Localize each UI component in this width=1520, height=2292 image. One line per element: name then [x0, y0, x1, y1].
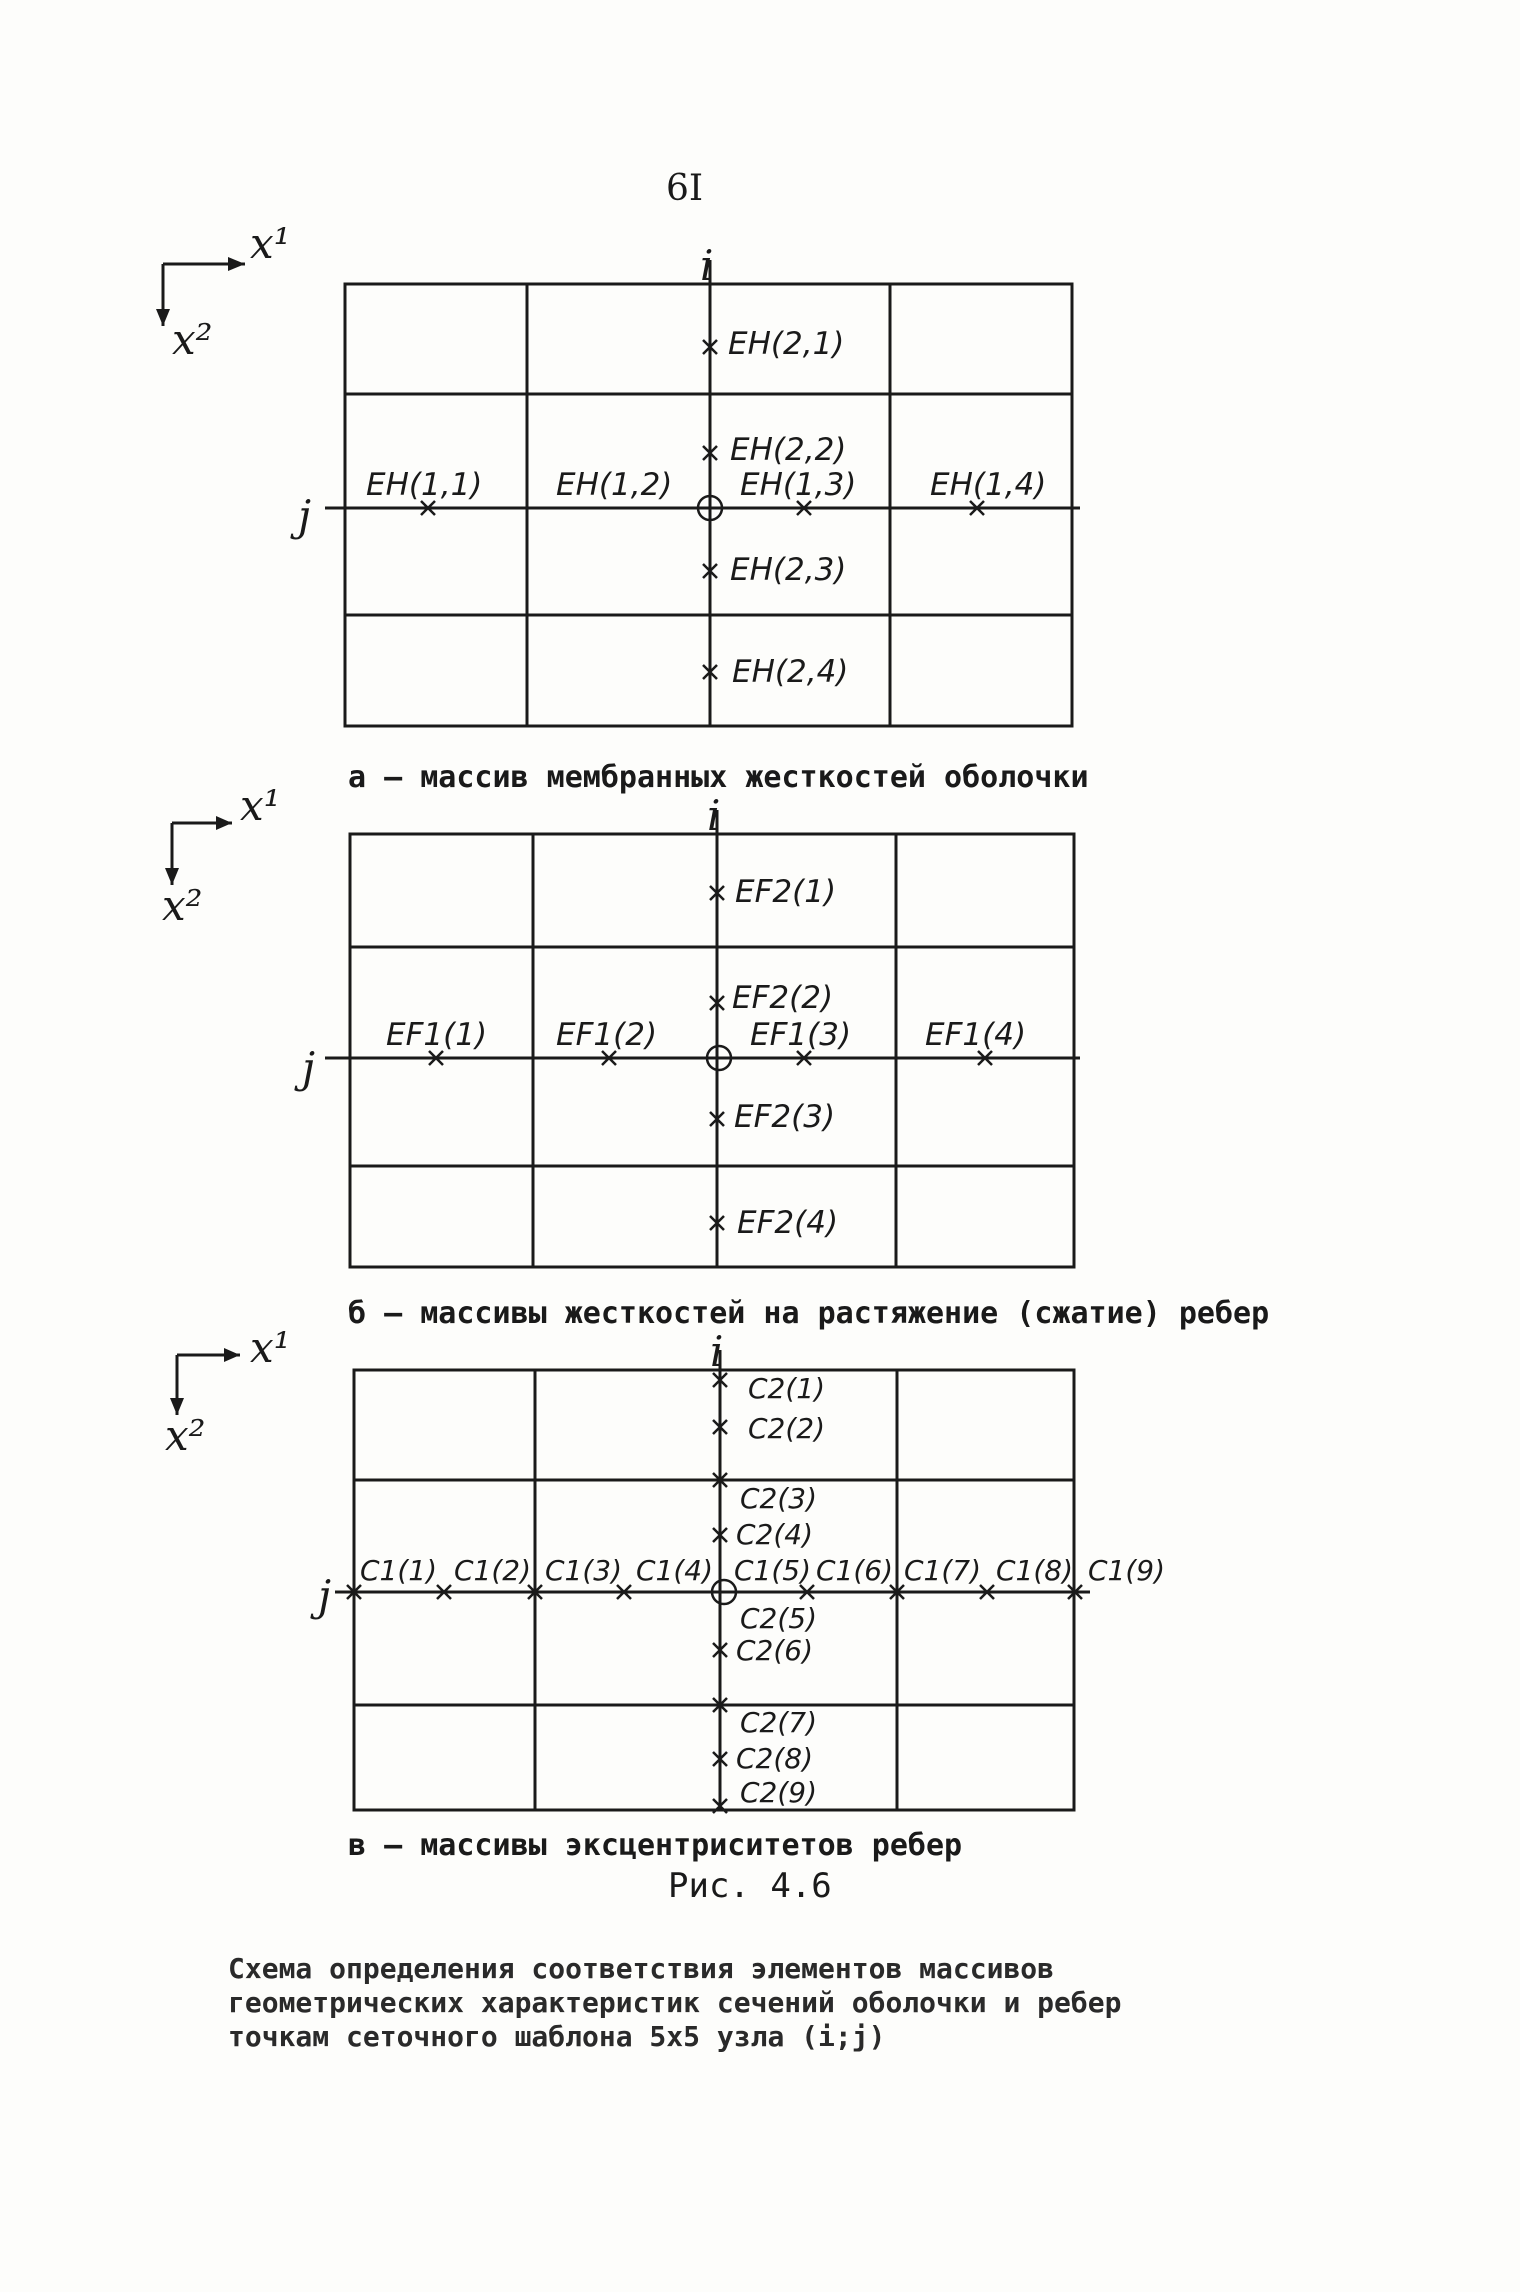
label-c1-5: C1(5) [734, 1554, 811, 1587]
axis-j-label-b: j [294, 1043, 315, 1092]
caption-a: а – массив мембранных жесткостей оболочк… [348, 760, 1089, 795]
label-c2-3: C2(3) [740, 1482, 817, 1515]
grid-b [325, 810, 1080, 1269]
label-eh-2-4: EH(2,4) [732, 654, 848, 690]
label-c1-3: C1(3) [545, 1554, 622, 1587]
description-line-1: Схема определения соответствия элементов… [228, 1952, 1055, 1985]
label-ef2-4: EF2(4) [737, 1205, 838, 1241]
axes-c [175, 1353, 240, 1415]
label-eh-2-3: EH(2,3) [730, 552, 846, 588]
label-c1-8: C1(8) [996, 1554, 1073, 1587]
page-number: 6I [666, 168, 704, 209]
label-ef2-3: EF2(3) [734, 1099, 835, 1135]
axes-b [170, 821, 232, 885]
label-ef1-2: EF1(2) [556, 1017, 657, 1053]
label-eh-1-2: EH(1,2) [556, 467, 672, 503]
label-c2-8: C2(8) [736, 1742, 813, 1775]
axis-x1-label-a: x¹ [250, 219, 291, 268]
description-line-3: точкам сеточного шаблона 5x5 узла (i;j) [228, 2020, 886, 2053]
label-eh-1-4: EH(1,4) [930, 467, 1046, 503]
label-eh-1-1: EH(1,1) [366, 467, 482, 503]
cross-marks [346, 339, 1083, 1814]
axis-i-label-a: i [700, 241, 713, 290]
label-eh-2-2: EH(2,2) [730, 432, 846, 468]
label-c1-2: C1(2) [454, 1554, 531, 1587]
caption-b: б – массивы жесткостей на растяжение (сж… [348, 1296, 1270, 1331]
label-ef1-1: EF1(1) [386, 1017, 487, 1053]
label-eh-1-3: EH(1,3) [740, 467, 856, 503]
figure-description: Схема определения соответствия элементов… [228, 1952, 1121, 2054]
axis-j-label-c: j [310, 1571, 331, 1620]
axis-i-label-c: i [710, 1327, 723, 1376]
axis-j-label-a: j [290, 491, 311, 540]
label-c1-4: C1(4) [636, 1554, 713, 1587]
label-c2-7: C2(7) [740, 1706, 817, 1739]
label-c2-5: C2(5) [740, 1602, 817, 1635]
label-eh-2-1: EH(2,1) [728, 326, 844, 362]
axis-x2-label-c: x² [165, 1411, 206, 1460]
axis-i-label-b: i [707, 791, 720, 840]
label-ef2-1: EF2(1) [735, 874, 836, 910]
description-line-2: геометрических характеристик сечений обо… [228, 1986, 1122, 2019]
label-c1-6: C1(6) [816, 1554, 893, 1587]
label-c1-1: C1(1) [360, 1554, 437, 1587]
caption-c: в – массивы эксцентриситетов ребер [348, 1828, 963, 1863]
label-c2-6: C2(6) [736, 1634, 813, 1667]
arrowheads [156, 257, 245, 1415]
label-c2-9: C2(9) [740, 1776, 817, 1809]
axis-x1-label-c: x¹ [250, 1323, 291, 1372]
label-ef2-2: EF2(2) [732, 980, 833, 1016]
label-c1-7: C1(7) [904, 1554, 981, 1587]
grid-a [325, 260, 1080, 728]
label-c2-4: C2(4) [736, 1518, 813, 1551]
label-ef1-3: EF1(3) [750, 1017, 851, 1053]
label-c2-1: C2(1) [748, 1372, 825, 1405]
figure-label: Рис. 4.6 [668, 1866, 832, 1906]
label-ef1-4: EF1(4) [925, 1017, 1026, 1053]
axis-x2-label-a: x² [172, 315, 213, 364]
axis-x1-label-b: x¹ [240, 781, 281, 830]
label-c2-2: C2(2) [748, 1412, 825, 1445]
label-c1-9: C1(9) [1088, 1554, 1165, 1587]
axis-x2-label-b: x² [162, 881, 203, 930]
